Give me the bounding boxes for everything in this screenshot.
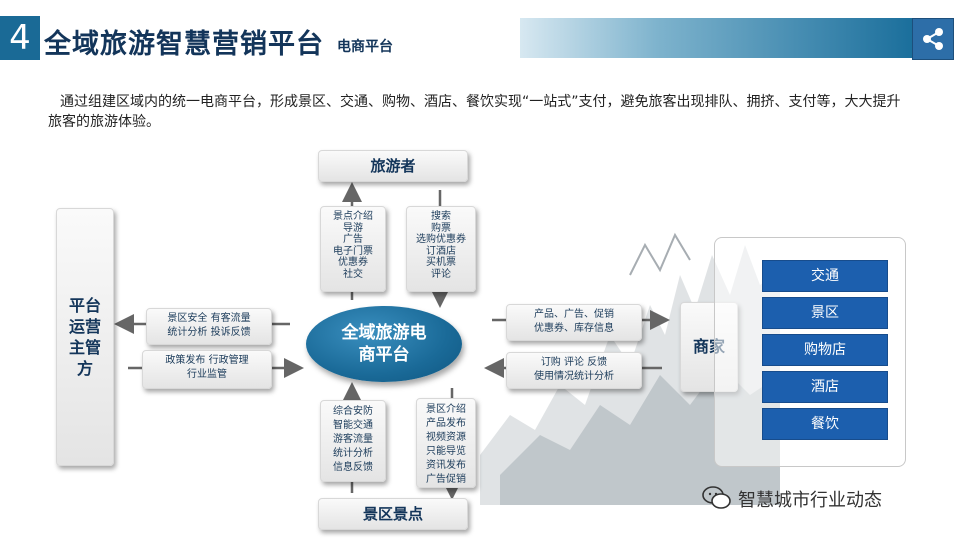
list-item: 综合安防 bbox=[333, 406, 373, 417]
list-item: 社交 bbox=[343, 268, 363, 280]
merchant-type-shop: 购物店 bbox=[762, 334, 888, 366]
list-item: 景区介绍 bbox=[426, 404, 466, 415]
list-item: 电子门票 bbox=[333, 245, 373, 257]
list-item: 智能交通 bbox=[333, 420, 373, 431]
list-item: 产品发布 bbox=[426, 418, 466, 429]
list-item: 优惠券、库存信息 bbox=[534, 323, 614, 334]
list-item: 广告 bbox=[343, 234, 363, 246]
list-item: 使用情况统计分析 bbox=[534, 371, 614, 382]
list-item: 信息反馈 bbox=[333, 462, 373, 473]
tourist-box: 旅游者 bbox=[318, 150, 468, 182]
merchant-publish-box: 产品、广告、促销 优惠券、库存信息 bbox=[506, 304, 642, 341]
list-item: 行业监管 bbox=[187, 369, 227, 380]
list-item: 景区安全 有客流量 bbox=[167, 313, 251, 324]
operator-feedback-box: 景区安全 有客流量 统计分析 投诉反馈 bbox=[146, 308, 272, 345]
list-item: 统计分析 bbox=[333, 448, 373, 459]
tourist-services-box: 景点介绍 导游 广告 电子门票 优惠券 社交 bbox=[320, 206, 386, 292]
section-number: 4 bbox=[0, 16, 40, 60]
operator-label: 平台运营主管方 bbox=[68, 296, 101, 378]
list-item: 搜索 bbox=[431, 211, 451, 222]
center-platform-label: 全域旅游电商平台 bbox=[341, 323, 427, 365]
list-item: 广告促销 bbox=[426, 474, 466, 485]
list-item: 游客流量 bbox=[333, 434, 373, 445]
merchant-feedback-box: 订购 评论 反馈 使用情况统计分析 bbox=[506, 352, 642, 389]
list-item: 买机票 bbox=[426, 257, 456, 269]
merchant-type-hotel: 酒店 bbox=[762, 371, 888, 403]
merchant-type-traffic: 交通 bbox=[762, 260, 888, 292]
list-item: 视频资源 bbox=[426, 432, 466, 443]
footer-watermark: 智慧城市行业动态 bbox=[738, 490, 882, 511]
list-item: 资讯发布 bbox=[426, 460, 466, 471]
list-item: 产品、广告、促销 bbox=[534, 309, 614, 320]
list-item: 订购 评论 反馈 bbox=[540, 357, 608, 368]
list-item: 导游 bbox=[343, 222, 363, 234]
intro-paragraph: 通过组建区域内的统一电商平台，形成景区、交通、购物、酒店、餐饮实现“一站式”支付… bbox=[48, 94, 901, 130]
list-item: 景点介绍 bbox=[333, 211, 373, 222]
merchant-type-dining: 餐饮 bbox=[762, 408, 888, 440]
scenic-publishing-box: 景区介绍 产品发布 视频资源 只能导览 资讯发布 广告促销 bbox=[416, 398, 476, 488]
scenic-box: 景区景点 bbox=[318, 498, 468, 530]
list-item: 购票 bbox=[431, 222, 451, 234]
wechat-icon bbox=[702, 486, 731, 509]
list-item: 选购优惠券 bbox=[416, 234, 466, 246]
operator-box: 平台运营主管方 bbox=[56, 208, 114, 466]
merchant-type-scenic: 景区 bbox=[762, 297, 888, 329]
tourist-actions-box: 搜索 购票 选购优惠券 订酒店 买机票 评论 bbox=[406, 206, 476, 292]
page-subtitle: 电商平台 bbox=[337, 39, 393, 55]
list-item: 订酒店 bbox=[426, 245, 456, 257]
list-item: 优惠券 bbox=[338, 257, 368, 269]
operator-policy-box: 政策发布 行政管理 行业监管 bbox=[142, 350, 272, 389]
header-gradient-bar bbox=[520, 18, 912, 58]
share-icon bbox=[923, 28, 943, 50]
list-item: 评论 bbox=[431, 268, 451, 280]
list-item: 只能导览 bbox=[426, 446, 466, 457]
scenic-management-box: 综合安防 智能交通 游客流量 统计分析 信息反馈 bbox=[320, 400, 386, 482]
list-item: 政策发布 行政管理 bbox=[165, 355, 249, 366]
center-platform-node: 全域旅游电商平台 bbox=[306, 306, 462, 382]
share-button[interactable] bbox=[912, 18, 954, 60]
list-item: 统计分析 投诉反馈 bbox=[167, 327, 251, 338]
page-title: 全域旅游智慧营销平台 bbox=[44, 29, 324, 60]
